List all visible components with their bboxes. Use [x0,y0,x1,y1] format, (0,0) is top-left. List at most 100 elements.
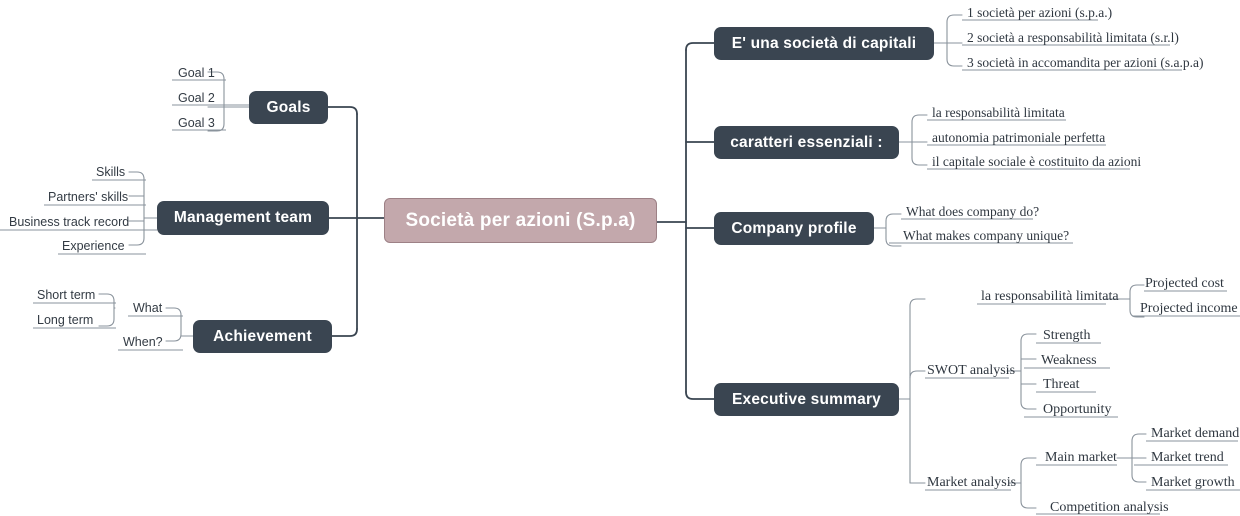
leaf-label-strength: Strength [1043,328,1091,343]
left-bracket-to-goals [326,106,358,115]
leaf-label-market-growth: Market growth [1151,475,1235,490]
leaf-partners-skills[interactable]: Partners' skills [48,191,128,204]
leaf-label-opportunity: Opportunity [1043,402,1112,417]
leaf-long-term[interactable]: Long term [37,314,93,327]
mainmarket-to-growth [1131,474,1147,483]
achv-to-when [165,333,182,342]
capitali-to-3 [946,58,963,67]
branch-node-goals[interactable]: Goals [249,91,328,124]
leaf-label-long-term: Long term [37,313,94,327]
branch-node-achievement[interactable]: Achievement [193,320,332,353]
leaf-label-what-makes-company-unique: What makes company unique? [903,228,1070,243]
leaf-societa-per-azioni-spa[interactable]: 1 società per azioni (s.p.a.) [967,6,1112,20]
leaf-label-swot-analysis: SWOT analysis [927,363,1016,378]
swot-to-strength [1020,333,1037,342]
root-node[interactable]: Società per azioni (S.p.a) [384,198,657,243]
leaf-label-market-demand: Market demand [1151,426,1240,441]
market-to-main [1020,457,1037,466]
leaf-label-skills: Skills [96,165,126,179]
leaf-threat[interactable]: Threat [1043,378,1080,392]
leaf-what-does-company-do[interactable]: What does company do? [906,205,1039,219]
leaf-label-partners-skills: Partners' skills [48,190,129,204]
leaf-competition-analysis[interactable]: Competition analysis [1050,501,1169,515]
mgmt-to-skills [128,171,145,180]
capitali-to-1 [946,14,963,23]
leaf-exec-la-responsabilita-limitata[interactable]: la responsabilità limitata [981,290,1119,304]
leaf-label-capitale-sociale-azioni: il capitale sociale è costituito da azio… [932,154,1142,169]
right-bracket-to-capitali [685,42,715,51]
branch-node-executive-summary[interactable]: Executive summary [714,383,899,416]
right-bracket-to-executive [685,391,715,400]
leaf-label-societa-accomandita-sapa: 3 società in accomandita per azioni (s.a… [967,55,1204,70]
left-bracket-to-achievement [330,328,358,337]
what-to-short-term [98,293,115,302]
leaf-goal-1[interactable]: Goal 1 [178,67,215,80]
leaf-label-threat: Threat [1043,377,1080,392]
leaf-capitale-sociale-azioni[interactable]: il capitale sociale è costituito da azio… [932,155,1141,169]
branch-node-company-profile[interactable]: Company profile [714,212,874,245]
branch-node-management-team[interactable]: Management team [157,201,329,235]
mgmt-to-experience [128,237,145,246]
leaf-what[interactable]: What [133,302,162,315]
leaf-opportunity[interactable]: Opportunity [1043,403,1111,417]
branch-label-management-team: Management team [173,209,313,226]
leaf-label-business-track-record: Business track record [9,215,130,229]
leaf-short-term[interactable]: Short term [37,289,95,302]
branch-node-caratteri-essenziali[interactable]: caratteri essenziali : [714,126,899,159]
leaf-projected-cost[interactable]: Projected cost [1145,277,1224,291]
leaf-label-what-does-company-do: What does company do? [906,204,1040,219]
leaf-label-exec-la-responsabilita-limitata: la responsabilità limitata [981,289,1119,304]
leaf-label-la-responsabilita-limitata: la responsabilità limitata [932,105,1065,120]
leaf-label-experience: Experience [62,239,125,253]
leaf-main-market[interactable]: Main market [1045,451,1117,465]
leaf-when[interactable]: When? [123,336,163,349]
leaf-projected-income[interactable]: Projected income [1140,302,1238,316]
leaf-what-makes-company-unique[interactable]: What makes company unique? [903,229,1069,243]
caratteri-to-1 [911,114,928,123]
leaf-business-track-record[interactable]: Business track record [9,216,129,229]
leaf-societa-responsabilita-limitata-srl[interactable]: 2 società a responsabilità limitata (s.r… [967,31,1179,45]
leaf-label-societa-responsabilita-limitata-srl: 2 società a responsabilità limitata (s.r… [967,30,1179,45]
achv-to-what [165,307,182,316]
leaf-market-demand[interactable]: Market demand [1151,427,1239,441]
branch-label-goals: Goals [266,98,311,116]
leaf-label-societa-per-azioni-spa: 1 società per azioni (s.p.a.) [967,5,1113,20]
leaf-label-projected-income: Projected income [1140,301,1238,316]
branch-label-company-profile: Company profile [731,219,857,237]
leaf-la-responsabilita-limitata[interactable]: la responsabilità limitata [932,106,1065,120]
leaf-label-short-term: Short term [37,288,96,302]
leaf-skills[interactable]: Skills [96,166,125,179]
leaf-swot-analysis[interactable]: SWOT analysis [927,364,1015,378]
leaf-market-growth[interactable]: Market growth [1151,476,1235,490]
leaf-label-projected-cost: Projected cost [1145,276,1224,291]
leaf-market-analysis[interactable]: Market analysis [927,476,1016,490]
leaf-label-market-analysis: Market analysis [927,475,1017,490]
leaf-autonomia-patrimoniale-perfetta[interactable]: autonomia patrimoniale perfetta [932,131,1105,145]
leaf-label-goal-2: Goal 2 [178,91,215,105]
leaf-label-autonomia-patrimoniale-perfetta: autonomia patrimoniale perfetta [932,130,1106,145]
leaf-weakness[interactable]: Weakness [1041,354,1097,368]
exec-to-responsabilita [909,298,926,307]
leaf-label-competition-analysis: Competition analysis [1050,500,1169,515]
leaf-label-market-trend: Market trend [1151,450,1224,465]
branch-label-caratteri-essenziali: caratteri essenziali : [730,133,883,151]
leaf-goal-3[interactable]: Goal 3 [178,117,215,130]
what-to-long-term [98,318,115,327]
leaf-experience[interactable]: Experience [62,240,125,253]
leaf-label-goal-1: Goal 1 [178,66,215,80]
leaf-strength[interactable]: Strength [1043,329,1090,343]
leaf-label-what: What [133,301,163,315]
branch-label-achievement: Achievement [213,327,312,345]
leaf-societa-accomandita-sapa[interactable]: 3 società in accomandita per azioni (s.a… [967,56,1204,70]
branch-node-e-una-societa-di-capitali[interactable]: E' una società di capitali [714,27,934,60]
company-to-2 [885,238,902,247]
mainmarket-to-demand [1131,433,1147,442]
leaf-label-when: When? [123,335,163,349]
leaf-label-goal-3: Goal 3 [178,116,215,130]
leaf-market-trend[interactable]: Market trend [1151,451,1224,465]
branch-label-executive-summary: Executive summary [731,390,881,408]
branch-label-e-una-societa-di-capitali: E' una società di capitali [731,34,917,52]
leaf-goal-2[interactable]: Goal 2 [178,92,215,105]
resp-to-proj-cost [1129,284,1145,293]
